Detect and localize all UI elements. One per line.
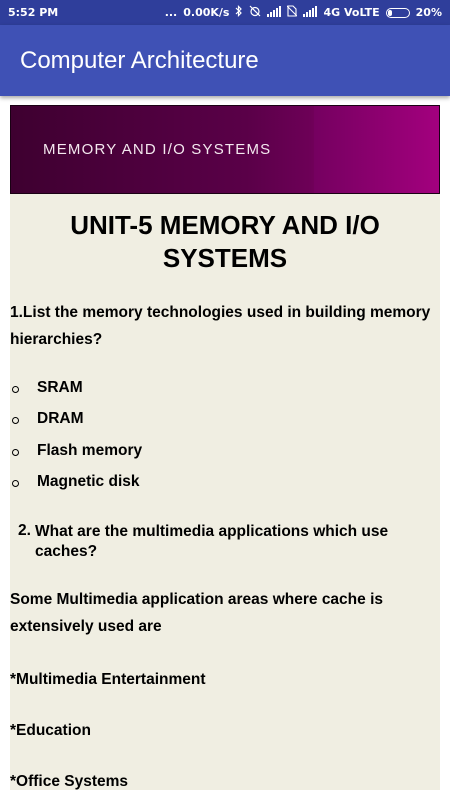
- list-item: Flash memory: [12, 441, 142, 461]
- battery-percent: 20%: [415, 6, 442, 19]
- banner-title: MEMORY AND I/O SYSTEMS: [43, 141, 272, 158]
- area-item: *Office Systems: [10, 773, 129, 790]
- status-indicators: ... 0.00K/s 4G VoLTE 20%: [165, 5, 442, 20]
- app-bar: Computer Architecture: [0, 25, 450, 96]
- signal-icon-2: [303, 5, 318, 20]
- network-speed: 0.00K/s: [183, 6, 230, 19]
- battery-fill: [387, 9, 392, 16]
- bullet-icon: [12, 417, 19, 424]
- status-bar: 5:52 PM ... 0.00K/s 4G VoLTE 20%: [0, 0, 450, 25]
- list-item: DRAM: [12, 409, 84, 429]
- bullet-icon: [12, 386, 19, 393]
- list-item-label: SRAM: [37, 379, 83, 396]
- app-title: Computer Architecture: [20, 46, 259, 74]
- question-2-number: 2.: [18, 522, 31, 539]
- area-item: *Education: [10, 722, 91, 739]
- more-notifications-icon: ...: [164, 6, 178, 19]
- alarm-off-icon: [249, 5, 261, 20]
- network-type: 4G VoLTE: [323, 6, 380, 19]
- unit-title: UNIT-5 MEMORY AND I/O SYSTEMS: [70, 210, 380, 273]
- area-item: *Multimedia Entertainment: [10, 671, 206, 688]
- document-page[interactable]: MEMORY AND I/O SYSTEMS UNIT-5 MEMORY AND…: [10, 105, 440, 790]
- bluetooth-icon: [235, 5, 243, 20]
- list-item-label: Magnetic disk: [37, 473, 140, 490]
- banner-accent: [314, 106, 439, 193]
- signal-icon: [267, 5, 282, 20]
- list-item: SRAM: [12, 378, 83, 398]
- bullet-icon: [12, 480, 19, 487]
- list-item-label: Flash memory: [37, 442, 143, 459]
- battery-icon: [385, 7, 410, 18]
- content-area[interactable]: MEMORY AND I/O SYSTEMS UNIT-5 MEMORY AND…: [0, 96, 450, 800]
- status-time: 5:52 PM: [8, 6, 59, 19]
- no-sim-icon: [287, 5, 298, 20]
- chapter-banner: MEMORY AND I/O SYSTEMS: [10, 105, 440, 194]
- question-1: 1.List the memory technologies used in b…: [10, 304, 431, 348]
- bullet-icon: [12, 449, 19, 456]
- list-item-label: DRAM: [37, 410, 84, 427]
- question-2: What are the multimedia applications whi…: [35, 523, 389, 560]
- list-item: Magnetic disk: [12, 472, 140, 492]
- answer-paragraph: Some Multimedia application areas where …: [10, 591, 383, 635]
